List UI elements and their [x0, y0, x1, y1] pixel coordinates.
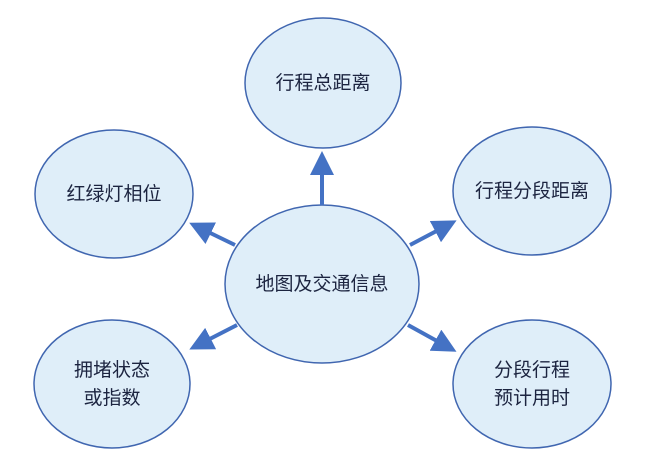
node-label-line2: 预计用时 — [493, 387, 570, 409]
left-top-ellipse — [34, 129, 194, 259]
arrow-left-top — [189, 222, 236, 247]
arrow-right-top — [409, 220, 457, 247]
node-label-line2: 或指数 — [83, 387, 141, 409]
node-traffic-light-phase: 红绿灯相位 — [35, 130, 193, 258]
node-congestion: 拥堵状态 或指数 — [34, 320, 190, 448]
node-label: 行程总距离 — [275, 72, 371, 94]
node-label: 红绿灯相位 — [66, 183, 162, 205]
center-node: 地图及交通信息 — [225, 205, 419, 363]
right-bottom-ellipse — [452, 319, 612, 449]
arrow-left-bottom — [189, 323, 238, 350]
node-label: 行程分段距离 — [474, 180, 589, 202]
node-label-line1: 分段行程 — [493, 359, 570, 381]
node-label-line1: 拥堵状态 — [73, 359, 150, 381]
top-ellipse — [244, 17, 402, 149]
right-top-ellipse — [452, 126, 612, 256]
node-segment-time: 分段行程 预计用时 — [453, 320, 611, 448]
node-total-distance: 行程总距离 — [245, 18, 401, 148]
arrow-right-bottom — [407, 323, 457, 352]
left-bottom-ellipse — [33, 319, 191, 449]
node-segment-distance: 行程分段距离 — [453, 127, 611, 255]
center-label: 地图及交通信息 — [255, 273, 389, 295]
